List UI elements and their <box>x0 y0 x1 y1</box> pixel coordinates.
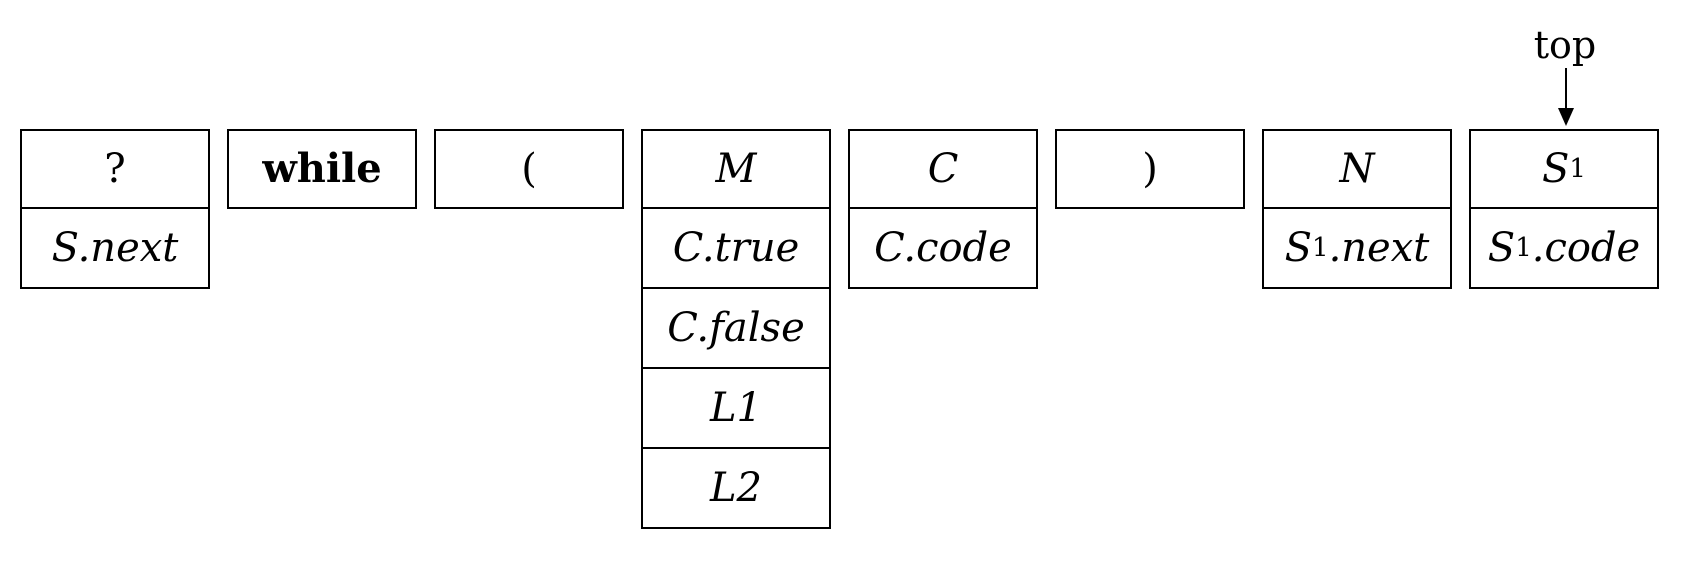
stack-symbol: C <box>848 129 1038 209</box>
stack-entry-while: while <box>227 129 417 209</box>
stack-entry-rparen: ) <box>1055 129 1245 209</box>
stack-symbol: while <box>227 129 417 209</box>
stack-entry-condition-c: C C.code <box>848 129 1038 289</box>
stack-attribute: C.true <box>641 209 831 289</box>
stack-entry-lparen: ( <box>434 129 624 209</box>
stack-entry-marker-m: M C.true C.false L1 L2 <box>641 129 831 529</box>
stack-symbol: ? <box>20 129 210 209</box>
stack-attribute: C.code <box>848 209 1038 289</box>
stack-entry-unknown: ? S.next <box>20 129 210 289</box>
stack-symbol: ( <box>434 129 624 209</box>
stack-symbol: N <box>1262 129 1452 209</box>
stack-attribute: S.next <box>20 209 210 289</box>
stack-symbol: M <box>641 129 831 209</box>
stack-attribute: C.false <box>641 289 831 369</box>
top-label: top <box>1533 23 1597 67</box>
stack-attribute: L1 <box>641 369 831 449</box>
stack-symbol: ) <box>1055 129 1245 209</box>
stack-attribute: L2 <box>641 449 831 529</box>
top-pointer-arrow-icon <box>1558 68 1574 126</box>
